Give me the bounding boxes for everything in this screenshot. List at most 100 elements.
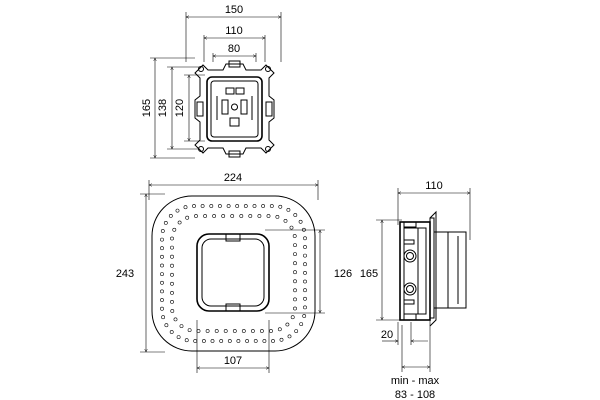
seal-hole (209, 204, 214, 208)
seal-hole (261, 204, 266, 208)
seal-hole (248, 214, 253, 218)
seal-hole (227, 339, 232, 343)
seal-hole (303, 288, 307, 293)
seal-hole (160, 272, 164, 277)
seal-hole (279, 337, 284, 342)
seal-hole (303, 296, 307, 301)
seal-hole (170, 263, 174, 268)
seal-hole (170, 290, 174, 295)
seal-hole (293, 270, 297, 275)
front-view: 224 243 126 107 (116, 172, 352, 373)
seal-hole (223, 329, 228, 333)
seal-hole (243, 204, 248, 208)
dim-front-126: 126 (334, 268, 352, 280)
seal-hole (219, 339, 224, 343)
seal-hole (170, 299, 174, 304)
seal-hole (160, 229, 165, 233)
seal-hole (187, 328, 192, 333)
front-seal-holes (160, 204, 307, 343)
seal-hole (253, 339, 258, 343)
seal-hole (299, 322, 304, 327)
seal-hole (192, 204, 196, 208)
seal-hole (170, 272, 174, 277)
seal-hole (277, 327, 282, 332)
seal-hole (293, 261, 297, 266)
seal-hole (303, 279, 307, 284)
seal-hole (302, 314, 307, 318)
seal-hole (200, 204, 205, 208)
seal-hole (183, 205, 188, 210)
top-view: 150 110 80 165 138 120 (141, 4, 281, 158)
top-view-height-dimensions: 165 138 120 (141, 58, 205, 158)
seal-hole (292, 234, 297, 238)
seal-hole (293, 288, 297, 293)
seal-hole (160, 246, 164, 251)
seal-hole (173, 317, 178, 322)
seal-hole (226, 204, 231, 208)
seal-hole (221, 214, 226, 218)
top-view-width-dimensions: 150 110 80 (186, 4, 281, 62)
seal-hole (293, 252, 297, 257)
seal-hole (177, 220, 182, 225)
seal-hole (303, 305, 307, 310)
seal-hole (163, 220, 168, 225)
front-view-dimensions: 224 243 126 107 (116, 172, 352, 373)
seal-hole (164, 323, 169, 328)
seal-hole (266, 214, 271, 218)
seal-hole (241, 329, 246, 333)
seal-hole (161, 315, 166, 320)
seal-hole (160, 280, 164, 285)
seal-hole (293, 306, 297, 311)
seal-hole (293, 279, 297, 284)
seal-hole (269, 329, 273, 333)
seal-hole (160, 306, 164, 311)
seal-hole (230, 214, 235, 218)
side-view-dimensions: 110 165 20 min - max 83 - 108 (360, 180, 470, 400)
seal-hole (214, 329, 219, 333)
dim-front-224: 224 (224, 172, 242, 184)
seal-hole (271, 339, 275, 343)
seal-hole (245, 339, 250, 343)
dim-side-range-value: 83 - 108 (395, 389, 435, 400)
seal-hole (294, 329, 299, 334)
dim-top-150: 150 (225, 4, 243, 16)
seal-hole (293, 213, 298, 217)
seal-hole (212, 214, 217, 218)
seal-hole (203, 214, 208, 218)
seal-hole (262, 339, 267, 343)
dim-side-range-label: min - max (391, 375, 440, 387)
seal-hole (275, 214, 280, 219)
dim-front-107: 107 (224, 355, 242, 367)
seal-hole (287, 334, 292, 339)
seal-hole (160, 237, 164, 242)
seal-hole (252, 204, 257, 208)
seal-hole (303, 270, 307, 275)
front-seal-plate (151, 195, 316, 352)
seal-hole (196, 329, 201, 333)
seal-hole (169, 330, 174, 334)
seal-hole (205, 329, 210, 333)
seal-hole (303, 253, 307, 258)
seal-hole (176, 335, 181, 340)
seal-hole (289, 225, 294, 230)
seal-hole (285, 322, 290, 327)
seal-hole (179, 324, 184, 329)
seal-hole (172, 227, 177, 232)
seal-hole (160, 298, 164, 302)
dim-side-165: 165 (360, 268, 378, 280)
seal-hole (269, 204, 274, 208)
seal-hole (194, 214, 198, 218)
dim-top-165: 165 (141, 99, 153, 117)
top-view-body (194, 60, 275, 158)
seal-hole (170, 281, 174, 286)
seal-hole (168, 213, 173, 218)
seal-hole (170, 245, 174, 250)
seal-hole (160, 263, 164, 268)
seal-hole (290, 315, 295, 320)
seal-hole (239, 214, 244, 218)
seal-hole (193, 339, 198, 343)
seal-hole (160, 254, 164, 259)
seal-hole (185, 215, 190, 220)
side-view: 110 165 20 min - max 83 - 108 (360, 180, 470, 400)
